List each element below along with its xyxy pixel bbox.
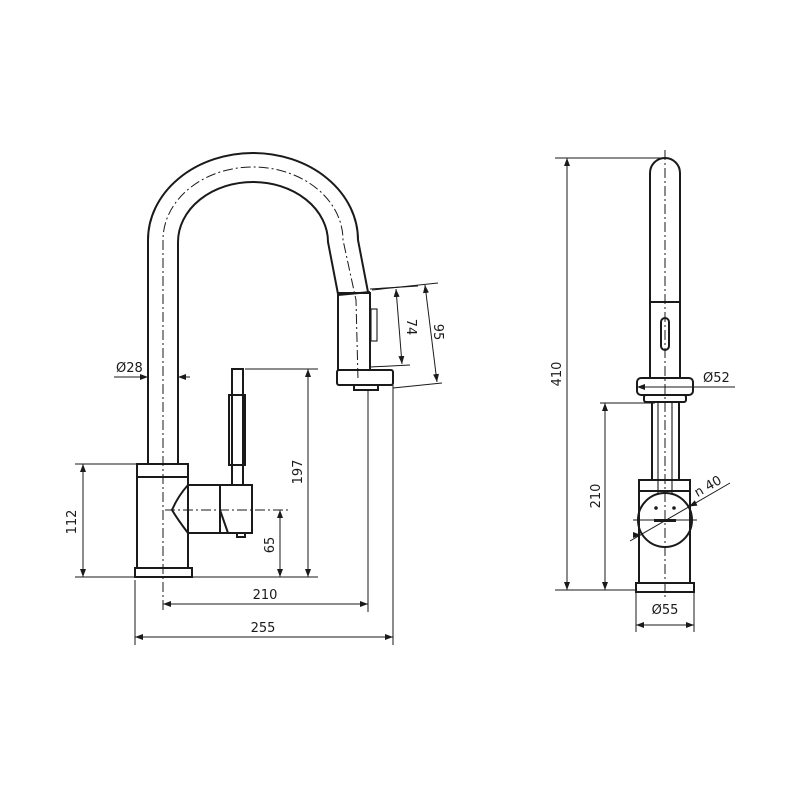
spray-head xyxy=(337,292,371,371)
front-base xyxy=(635,582,695,593)
dim-handle-diameter: n 40 xyxy=(692,473,725,500)
dim-head-diameter: Ø52 xyxy=(703,371,730,386)
dim-lever-axis-height: 65 xyxy=(263,537,278,554)
dim-overall-depth: 255 xyxy=(251,621,276,636)
spout-inner xyxy=(177,181,339,465)
dim-base-height: 112 xyxy=(65,510,80,535)
dim-pipe-diameter: Ø28 xyxy=(116,361,143,376)
dim-base-diameter: Ø55 xyxy=(652,603,679,618)
aerator-ring xyxy=(336,369,394,386)
dim-head-length: 74 xyxy=(403,319,418,336)
front-view-faucet xyxy=(633,150,697,600)
dim-outlet-height: 210 xyxy=(589,484,604,509)
spout-centerline xyxy=(162,166,359,610)
dim-spout-reach: 210 xyxy=(253,588,278,603)
dim-lever-top-height: 197 xyxy=(291,460,306,485)
lever-stick xyxy=(231,368,244,486)
spout-outer xyxy=(147,152,369,465)
lever-housing xyxy=(170,484,253,534)
spray-button xyxy=(370,308,378,342)
dim-head-total-length: 95 xyxy=(430,324,445,341)
aerator-outlet xyxy=(353,384,379,391)
lever-grip xyxy=(228,394,246,466)
side-view-dimensions: Ø28 112 65 197 210 255 74 95 xyxy=(65,282,445,645)
dim-overall-height: 410 xyxy=(550,362,565,387)
spray-button-slot xyxy=(660,317,670,351)
